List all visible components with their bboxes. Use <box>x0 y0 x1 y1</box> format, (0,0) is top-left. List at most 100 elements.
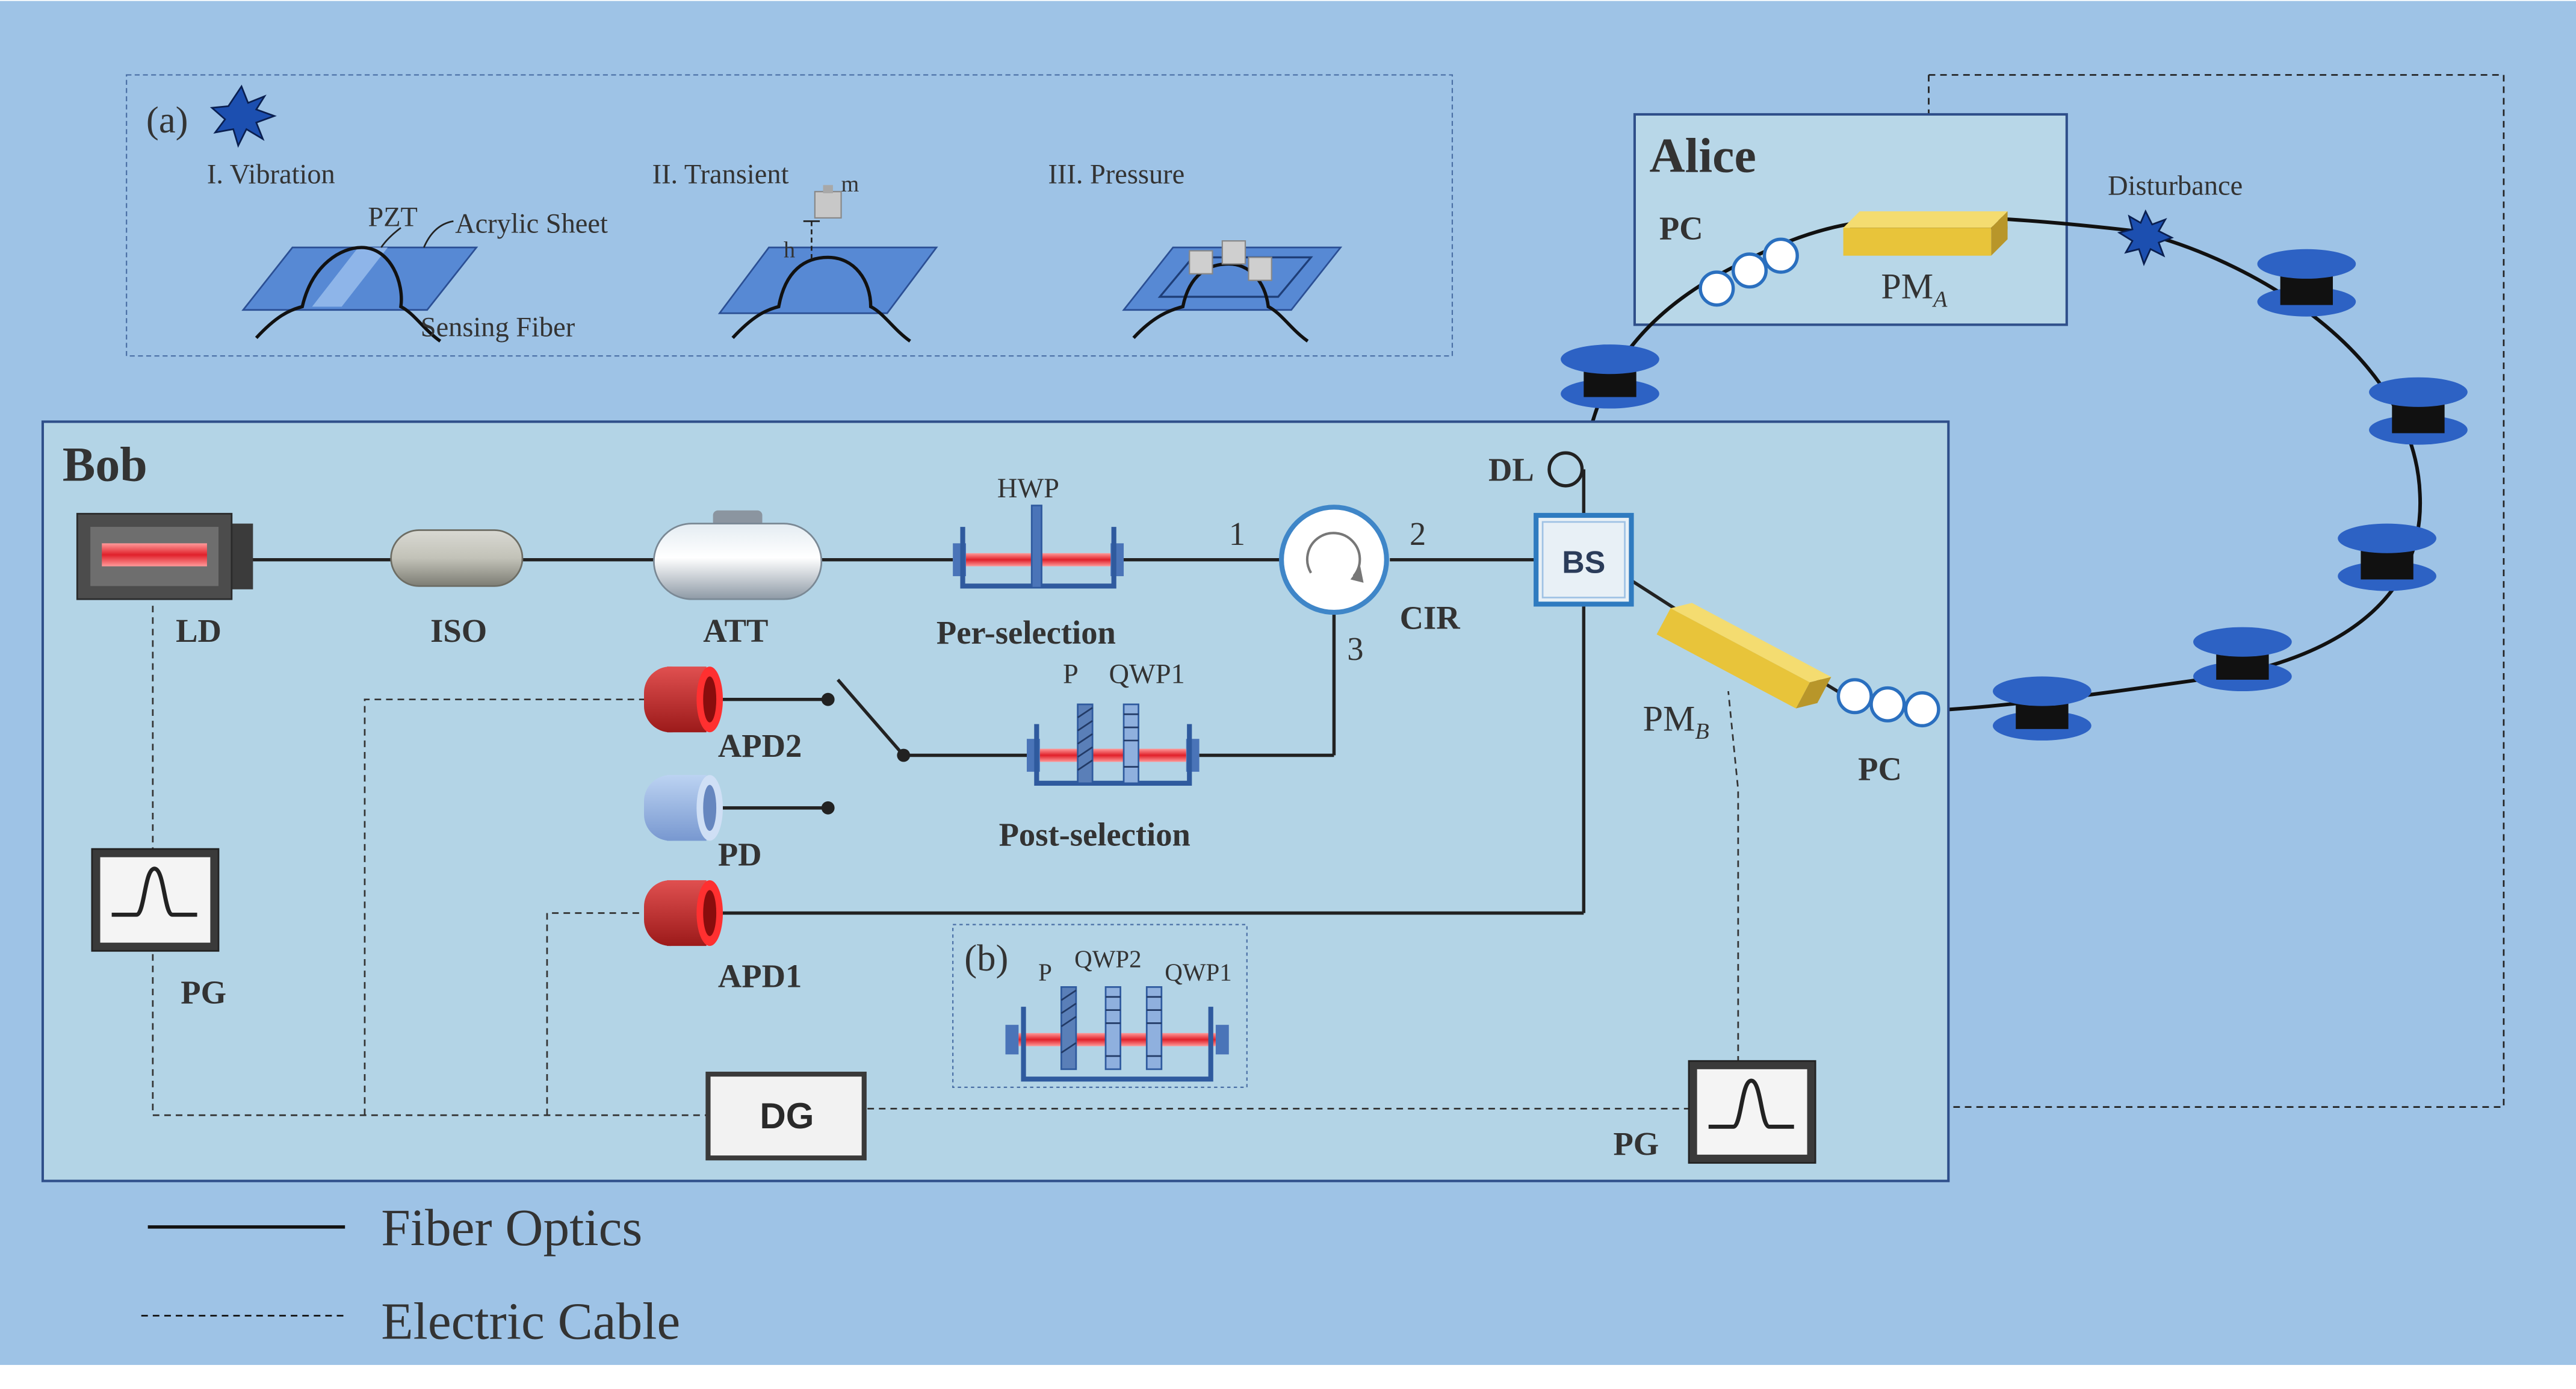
pulse-icon-right <box>1708 1078 1794 1129</box>
isolator <box>390 529 524 587</box>
transient-label: II. Transient <box>652 160 789 190</box>
panel-b: (b) P QWP2 QWP1 <box>952 924 1248 1088</box>
cir-label: CIR <box>1400 599 1461 636</box>
port-3-label: 3 <box>1347 630 1363 667</box>
legend-fiber-label: Fiber Optics <box>381 1198 642 1257</box>
bottom-margin <box>0 1365 2576 1388</box>
dl-label: DL <box>1488 452 1534 488</box>
post-qwp1-label: QWP1 <box>1109 659 1184 689</box>
height-label: h <box>784 237 795 263</box>
circulator-arrow <box>1305 532 1361 577</box>
attenuator <box>653 523 823 600</box>
alice-pc-loop-1 <box>1698 270 1735 307</box>
spool-2 <box>2257 249 2356 317</box>
panel-b-p-label: P <box>1038 959 1052 986</box>
bob-frame <box>41 420 1950 1182</box>
circulator-arrowhead <box>1350 566 1364 583</box>
bob-title: Bob <box>63 437 147 492</box>
apd1-label: APD1 <box>718 957 802 994</box>
post-selection-label: Post-selection <box>999 816 1190 853</box>
circulator <box>1278 505 1389 615</box>
weight-3-icon <box>1248 256 1272 281</box>
spool-6 <box>1992 676 2091 741</box>
weight-2-icon <box>1221 240 1246 265</box>
pm-a-block <box>1843 211 2008 256</box>
weight-1-icon <box>1189 250 1213 275</box>
pzt-icon <box>312 247 388 307</box>
spool-4 <box>2338 523 2436 591</box>
pg-left-label: PG <box>181 974 226 1011</box>
pzt-leader <box>380 227 401 248</box>
pg-right-label: PG <box>1613 1125 1659 1162</box>
fiber-lines <box>249 469 1850 915</box>
pd-label: PD <box>718 836 762 872</box>
mass-icon <box>814 191 842 219</box>
dg-label: DG <box>760 1096 814 1136</box>
mass-label: m <box>841 172 859 197</box>
alice-pc-loop-2 <box>1731 252 1768 289</box>
alice-pc-label: PC <box>1659 210 1703 246</box>
apd1-detector <box>644 880 723 946</box>
pd-detector <box>644 775 723 841</box>
spool-1 <box>1561 344 1659 409</box>
pzt-label: PZT <box>368 202 417 233</box>
pm-b-label: PMB <box>1643 698 1709 745</box>
pg-right <box>1688 1060 1816 1164</box>
legend-cable-label: Electric Cable <box>381 1292 680 1350</box>
apd2-detector <box>644 667 723 733</box>
delay-generator <box>705 1071 867 1161</box>
beam-splitter <box>1534 512 1634 607</box>
vibration-label: I. Vibration <box>207 160 335 190</box>
disturbance-label: Disturbance <box>2108 171 2243 202</box>
bob-pc-label: PC <box>1858 750 1902 787</box>
panel-b-qwp2-label: QWP2 <box>1074 946 1141 973</box>
port-2-label: 2 <box>1410 515 1426 552</box>
legend: Fiber Optics Electric Cable <box>141 1198 680 1350</box>
alice-pc-loop-3 <box>1762 237 1799 274</box>
pm-a-cable <box>1816 74 2505 1108</box>
switch-node-apd2 <box>821 692 835 706</box>
ld-label: LD <box>176 612 221 649</box>
pre-selection-module <box>953 505 1124 589</box>
mass-knob-icon <box>823 185 833 193</box>
electric-cables <box>152 606 1739 1116</box>
pulse-icon <box>111 866 197 917</box>
panel-a: (a) I. Vibration II. Transient III. Pres… <box>126 74 1454 357</box>
iso-label: ISO <box>430 612 487 649</box>
switch-node-pd <box>821 801 835 815</box>
spool-3 <box>2369 377 2468 445</box>
sensing-fiber-label: Sensing Fiber <box>421 312 575 343</box>
pre-selection-label: Per-selection <box>937 614 1116 651</box>
transient-sheet-icon <box>717 246 938 314</box>
panel-a-tag: (a) <box>146 99 188 141</box>
apd2-label: APD2 <box>718 727 802 764</box>
explosion-icon <box>209 84 277 148</box>
panel-b-qwp1-label: QWP1 <box>1165 959 1231 986</box>
bob-pc-loop-1 <box>1836 678 1873 715</box>
laser-diode <box>76 512 253 600</box>
panel-b-tag: (b) <box>964 937 1008 979</box>
switch-pivot <box>897 748 911 762</box>
disturbance-icon <box>2117 209 2174 267</box>
hwp-label: HWP <box>997 473 1059 504</box>
transient-fiber-icon <box>731 255 911 343</box>
delay-line <box>1547 451 1584 488</box>
pm-a-label: PMA <box>1881 266 1948 312</box>
bob-panel: Bob <box>41 420 1950 1182</box>
bob-pc-loop-2 <box>1869 686 1906 722</box>
sensing-fiber-icon <box>255 246 442 343</box>
spool-5 <box>2193 627 2292 692</box>
post-p-label: P <box>1063 659 1079 689</box>
post-selection-module <box>1026 703 1200 786</box>
att-label: ATT <box>703 612 768 649</box>
alice-title: Alice <box>1650 128 1756 182</box>
pm-b-block <box>1656 603 1831 709</box>
pressure-sheet-icon <box>1122 246 1343 311</box>
bob-pc-loop-3 <box>1904 691 1940 728</box>
acrylic-leader <box>423 220 454 248</box>
pg-left <box>91 848 220 952</box>
panel-b-frame <box>952 924 1248 1088</box>
pressure-label: III. Pressure <box>1048 160 1184 190</box>
port-1-label: 1 <box>1229 515 1245 552</box>
